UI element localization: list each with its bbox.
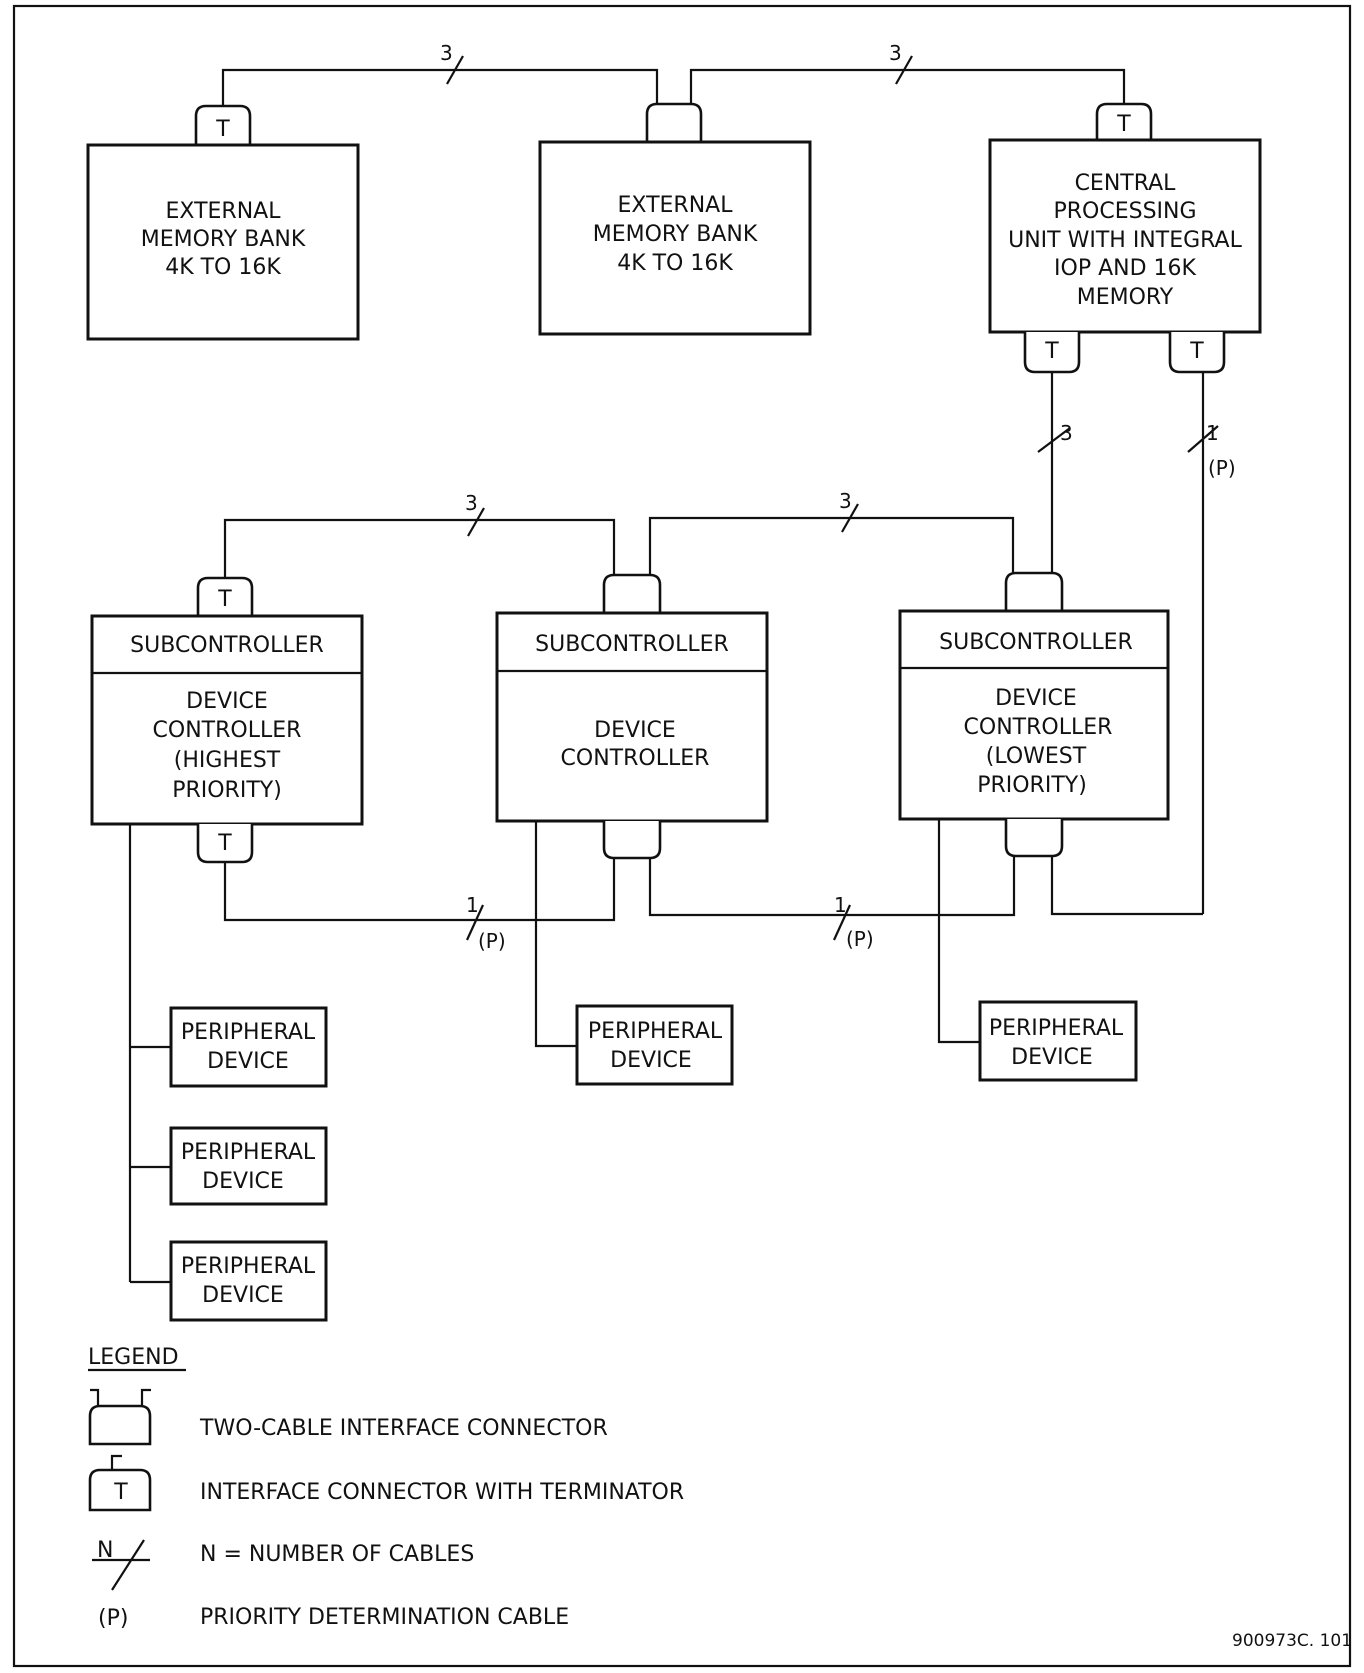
- subcontroller-2-line-2: CONTROLLER: [561, 746, 710, 771]
- subcontroller-1: T SUBCONTROLLER DEVICE CONTROLLER (HIGHE…: [90, 576, 364, 864]
- legend-p-symbol: (P): [98, 1606, 128, 1631]
- subcontroller-1-header: SUBCONTROLLER: [130, 633, 324, 658]
- peripheral-device-line-1: PERIPHERAL: [181, 1254, 316, 1279]
- subcontroller-2-header: SUBCONTROLLER: [535, 632, 729, 657]
- legend-terminator-letter: T: [113, 1480, 128, 1505]
- page-frame: [12, 4, 1352, 1668]
- peripheral-device: PERIPHERAL DEVICE: [169, 1006, 328, 1088]
- subcontroller-3-line-2: CONTROLLER: [964, 715, 1113, 740]
- terminator-connector: [196, 576, 254, 616]
- two-cable-connector: [602, 821, 662, 860]
- peripheral-device-line-1: PERIPHERAL: [588, 1019, 723, 1044]
- priority-chain-wires: [223, 856, 1203, 941]
- cable-count-label: 3: [465, 491, 478, 515]
- two-cable-connector-icon: [88, 1388, 152, 1446]
- peripheral-device: PERIPHERAL DEVICE: [978, 1000, 1138, 1082]
- cable-count-label: 3: [839, 489, 852, 513]
- legend-n-symbol: N: [97, 1538, 113, 1563]
- peripheral-device-line-2: DEVICE: [610, 1048, 692, 1073]
- cpu-line-5: MEMORY: [1077, 285, 1174, 310]
- memory-bank-2-line-1: EXTERNAL: [618, 193, 734, 218]
- memory-bank-1-line-2: MEMORY BANK: [141, 227, 306, 252]
- legend-title: LEGEND: [88, 1345, 179, 1370]
- two-cable-connector: [1004, 819, 1064, 858]
- peripheral-device-line-1: PERIPHERAL: [181, 1020, 316, 1045]
- memory-bank-1-line-3: 4K TO 16K: [165, 255, 281, 280]
- subcontroller-1-line-2: CONTROLLER: [153, 718, 302, 743]
- memory-bank-2: EXTERNAL MEMORY BANK 4K TO 16K: [538, 102, 812, 336]
- two-cable-connector: [1004, 571, 1064, 611]
- peripheral-device: PERIPHERAL DEVICE: [575, 1004, 734, 1086]
- terminator-connector: [1168, 332, 1226, 374]
- legend-item-terminator: INTERFACE CONNECTOR WITH TERMINATOR: [200, 1480, 684, 1505]
- subcontroller-3-line-1: DEVICE: [995, 686, 1077, 711]
- cable-count-label: 3: [1060, 421, 1073, 445]
- terminator-letter: T: [215, 117, 230, 142]
- cpu-io-bus-wires: [1037, 372, 1219, 914]
- cpu-line-1: CENTRAL: [1075, 171, 1177, 196]
- cpu-line-3: UNIT WITH INTEGRAL: [1008, 228, 1242, 253]
- memory-bank-2-line-2: MEMORY BANK: [593, 222, 758, 247]
- peripheral-device-line-2: DEVICE: [202, 1283, 284, 1308]
- cable-count-label: 1: [466, 893, 479, 917]
- terminator-letter: T: [1044, 339, 1059, 364]
- cpu-line-2: PROCESSING: [1053, 199, 1196, 224]
- peripheral-device: PERIPHERAL DEVICE: [169, 1126, 328, 1206]
- priority-cable-label: (P): [846, 927, 874, 951]
- cable-count-label: 3: [440, 41, 453, 65]
- legend-item-priority: PRIORITY DETERMINATION CABLE: [200, 1605, 569, 1630]
- legend-item-two-cable: TWO-CABLE INTERFACE CONNECTOR: [199, 1416, 608, 1441]
- subcontroller-3: SUBCONTROLLER DEVICE CONTROLLER (LOWEST …: [898, 571, 1170, 858]
- central-processing-unit: T CENTRAL PROCESSING UNIT WITH INTEGRAL …: [988, 102, 1262, 374]
- peripheral-device-line-2: DEVICE: [202, 1169, 284, 1194]
- subcontroller-3-line-3: (LOWEST: [986, 744, 1087, 769]
- priority-cable-label: (P): [1208, 456, 1236, 480]
- peripheral-wiring: [128, 819, 980, 1284]
- subcontroller-bus-wires: [223, 503, 1015, 578]
- priority-cable-label: (P): [478, 929, 506, 953]
- figure-id: 900973C. 101: [1232, 1631, 1352, 1651]
- peripheral-device-line-1: PERIPHERAL: [989, 1016, 1124, 1041]
- subcontroller-2-line-1: DEVICE: [594, 718, 676, 743]
- memory-bank-2-line-3: 4K TO 16K: [617, 251, 733, 276]
- cpu-line-4: IOP AND 16K: [1054, 256, 1196, 281]
- subcontroller-3-line-4: PRIORITY): [977, 773, 1087, 798]
- subcontroller-1-line-4: PRIORITY): [172, 778, 282, 803]
- subcontroller-1-line-3: (HIGHEST: [174, 748, 281, 773]
- legend: LEGEND TWO-CABLE INTERFACE CONNECTOR T I…: [88, 1345, 684, 1631]
- subcontroller-2: SUBCONTROLLER DEVICE CONTROLLER: [495, 573, 769, 860]
- cable-count-icon: [92, 1539, 150, 1591]
- two-cable-connector: [645, 102, 703, 142]
- peripheral-device: PERIPHERAL DEVICE: [169, 1240, 328, 1322]
- terminator-connector: [194, 104, 252, 145]
- cable-count-label: 3: [889, 41, 902, 65]
- terminator-connector-icon: [88, 1454, 152, 1512]
- cable-count-label: 1: [834, 893, 847, 917]
- terminator-letter: T: [1189, 339, 1204, 364]
- memory-bank-1: T EXTERNAL MEMORY BANK 4K TO 16K: [86, 104, 360, 341]
- cable-count-label: 1: [1206, 421, 1219, 445]
- terminator-connector: [1095, 102, 1153, 140]
- terminator-letter: T: [1116, 112, 1131, 137]
- two-cable-connector: [602, 573, 662, 613]
- terminator-letter: T: [217, 587, 232, 612]
- peripheral-device-line-2: DEVICE: [1011, 1045, 1093, 1070]
- peripheral-device-line-2: DEVICE: [207, 1049, 289, 1074]
- terminator-letter: T: [217, 831, 232, 856]
- peripheral-device-line-1: PERIPHERAL: [181, 1140, 316, 1165]
- subcontroller-3-header: SUBCONTROLLER: [939, 630, 1133, 655]
- legend-item-cable-count: N = NUMBER OF CABLES: [200, 1542, 474, 1567]
- memory-bank-1-line-1: EXTERNAL: [166, 199, 282, 224]
- subcontroller-1-line-1: DEVICE: [186, 689, 268, 714]
- memory-bus-wires: [221, 55, 1126, 124]
